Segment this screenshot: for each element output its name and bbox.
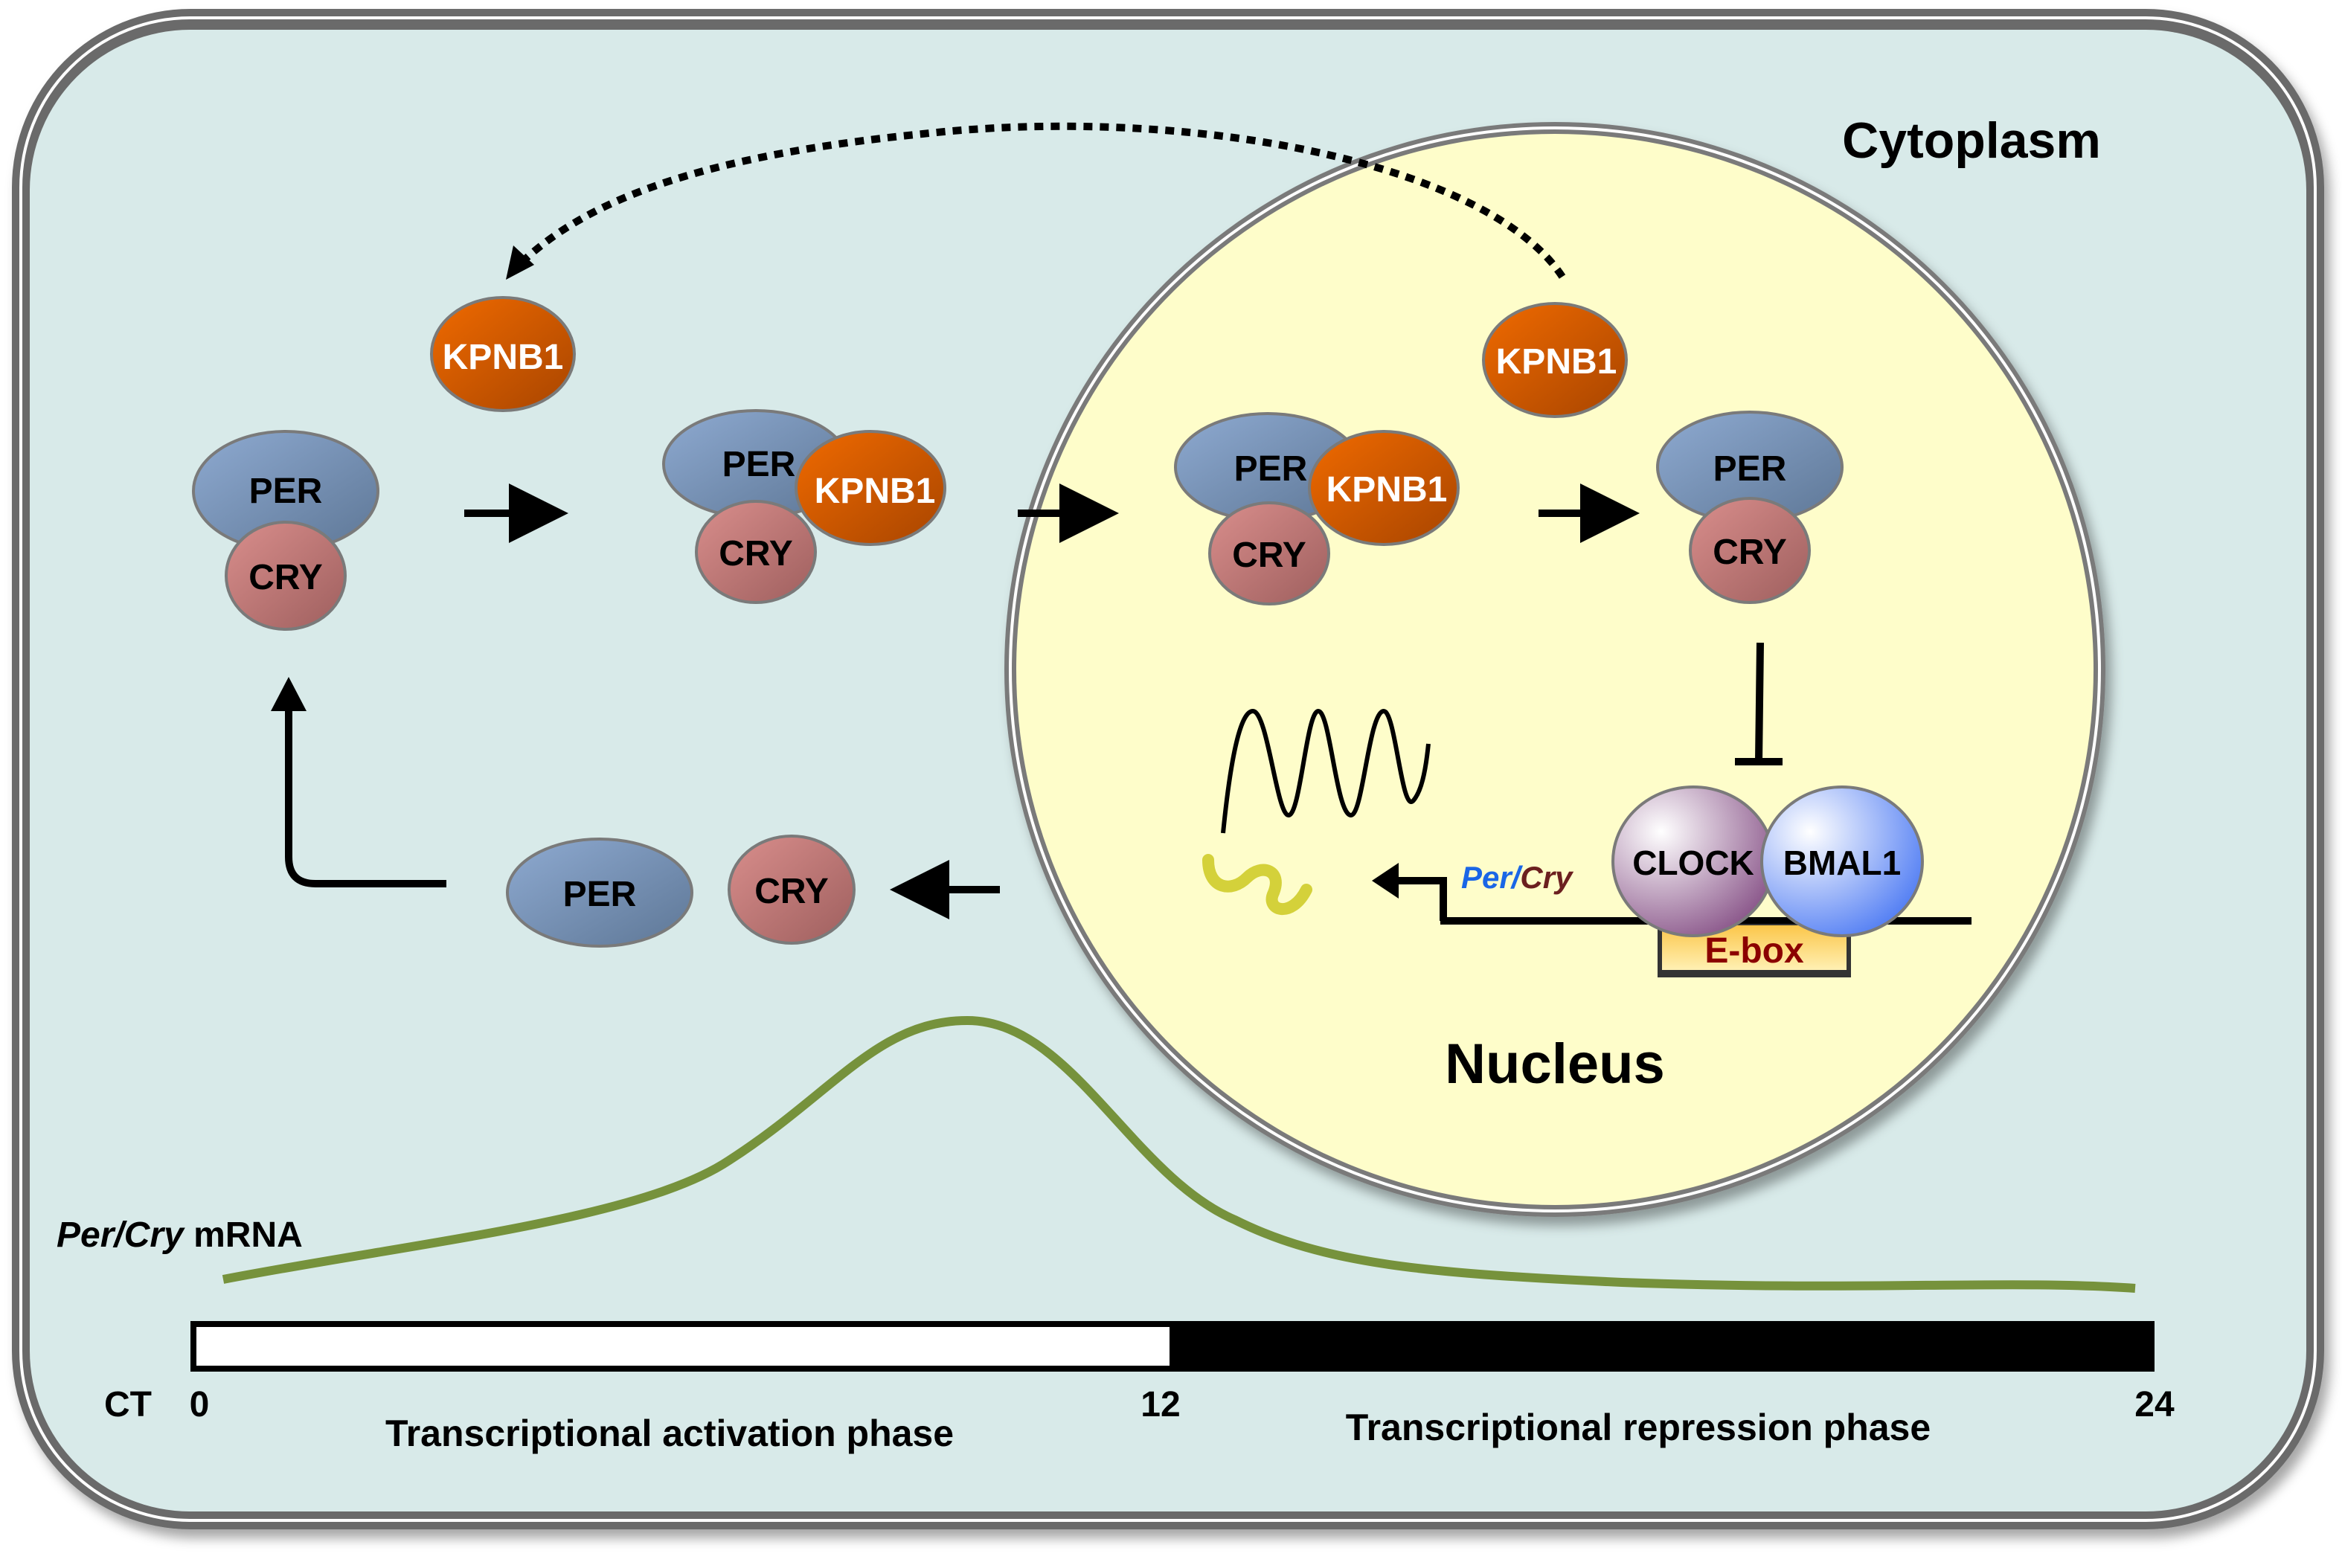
svg-text:KPNB1: KPNB1: [1326, 470, 1448, 510]
svg-text:BMAL1: BMAL1: [1783, 844, 1901, 882]
mrna-label: Per/Cry mRNA: [57, 1215, 303, 1255]
svg-text:CLOCK: CLOCK: [1632, 844, 1754, 882]
mrna-curve: [222, 1015, 2136, 1293]
arrow-assembly-head: [271, 677, 307, 711]
cytoplasm-label: Cytoplasm: [1842, 112, 2101, 169]
tick-24: 24: [2134, 1385, 2175, 1424]
complex-per-cry-nucleus: PER CRY: [1656, 411, 1844, 604]
kpnb1-recycle-arrow: [510, 122, 1566, 279]
ct-prefix: CT: [104, 1385, 152, 1424]
protein-per-free: PER: [506, 838, 693, 948]
tick-12: 12: [1140, 1385, 1180, 1424]
svg-text:PER: PER: [1713, 449, 1787, 489]
cry-label: CRY: [248, 558, 323, 597]
svg-text:CRY: CRY: [754, 872, 829, 911]
svg-text:PER: PER: [1234, 449, 1308, 489]
kpnb1-recycle-arrowhead: [506, 245, 534, 280]
complex-per-cry-kpnb1-nucleus: PER CRY KPNB1: [1174, 412, 1460, 605]
svg-text:KPNB1: KPNB1: [1496, 342, 1617, 382]
transcription-arrowhead: [1372, 863, 1399, 899]
svg-text:PER: PER: [722, 445, 796, 484]
oscillation-icon: [1221, 708, 1431, 834]
svg-text:KPNB1: KPNB1: [443, 338, 564, 377]
svg-text:PER: PER: [563, 875, 637, 914]
gene-label-per-cry: Per/Cry: [1461, 860, 1574, 895]
complex-clock-bmal1: CLOCK BMAL1: [1611, 785, 1924, 937]
transcription-start-arrow: [1391, 877, 1447, 921]
tick-0: 0: [190, 1385, 210, 1424]
timeline-activation-segment: [196, 1327, 1170, 1366]
nucleus-label: Nucleus: [1445, 1032, 1665, 1096]
svg-text:KPNB1: KPNB1: [815, 472, 936, 511]
svg-text:CRY: CRY: [719, 534, 793, 573]
svg-text:CRY: CRY: [1232, 536, 1306, 575]
repression-inhibitor: [1735, 642, 1783, 765]
svg-text:E-box: E-box: [1704, 931, 1804, 971]
protein-kpnb1-free-cytoplasm: KPNB1: [430, 296, 576, 412]
arrow-assembly: [285, 699, 446, 887]
activation-phase-label: Transcriptional activation phase: [385, 1413, 954, 1454]
timeline-bar: [190, 1321, 2155, 1372]
svg-text:CRY: CRY: [1713, 533, 1787, 572]
mrna-icon: [1202, 854, 1312, 916]
per-label: PER: [249, 472, 323, 511]
protein-cry-free: CRY: [728, 835, 856, 945]
complex-per-cry-kpnb1-cytoplasm: PER CRY KPNB1: [662, 409, 946, 604]
complex-per-cry-cytoplasm: PER CRY: [192, 430, 379, 631]
repression-phase-label: Transcriptional repression phase: [1346, 1407, 1931, 1448]
protein-kpnb1-free-nucleus: KPNB1: [1482, 302, 1628, 418]
